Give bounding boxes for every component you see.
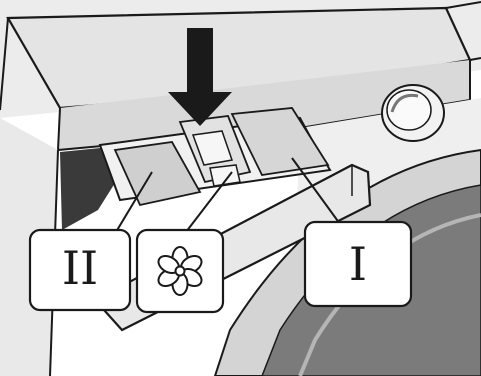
callout-ii: II <box>30 230 130 310</box>
callout-label-i: I <box>349 237 367 291</box>
callout-i: I <box>305 222 411 306</box>
callout-softener <box>137 230 223 312</box>
control-knob <box>382 85 444 141</box>
callout-label-ii: II <box>62 241 98 295</box>
